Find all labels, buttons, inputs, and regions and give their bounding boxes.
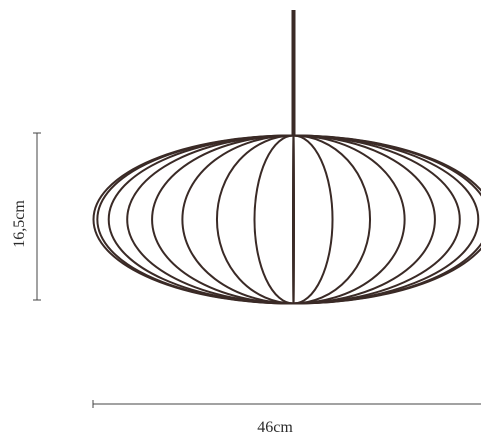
height-dimension bbox=[33, 132, 41, 301]
lamp-rib bbox=[292, 134, 295, 305]
lamp-shade bbox=[92, 134, 481, 305]
height-label: 16,5cm bbox=[11, 200, 28, 248]
width-dimension bbox=[92, 400, 481, 408]
width-label: 46cm bbox=[257, 419, 293, 436]
